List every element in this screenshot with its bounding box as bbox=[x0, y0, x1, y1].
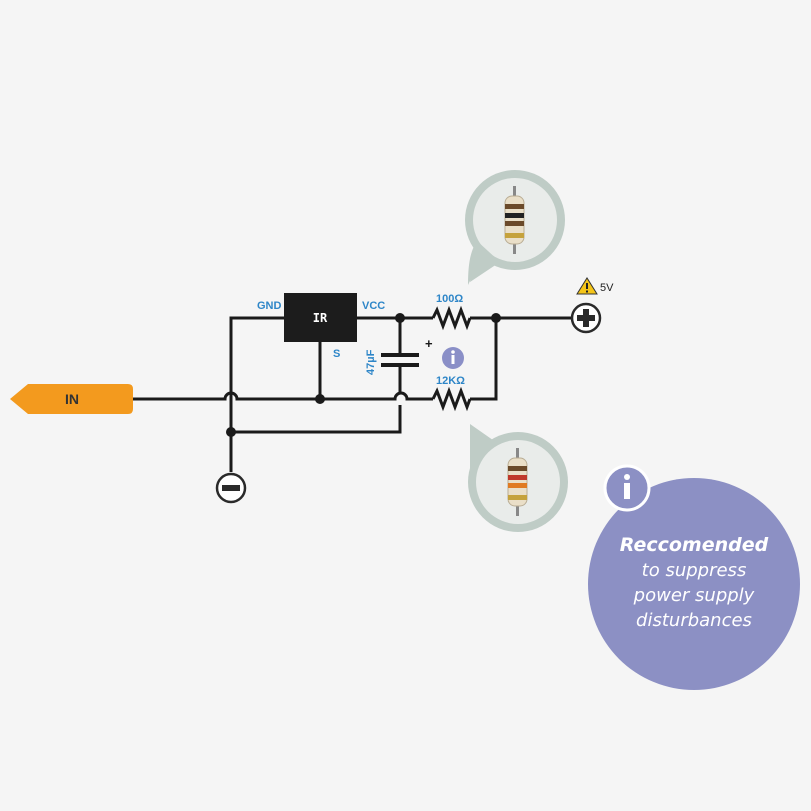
resistor-top bbox=[431, 305, 472, 331]
resistor-bottom bbox=[431, 386, 472, 412]
plus-terminal-icon bbox=[570, 302, 602, 334]
resistor-top-value: 100Ω bbox=[436, 293, 463, 305]
junction-dot bbox=[395, 313, 405, 323]
note-title: Reccomended bbox=[620, 534, 769, 556]
capacitor-polarity: + bbox=[425, 336, 433, 351]
pin-label-s: S bbox=[333, 348, 340, 360]
capacitor: + 47µF bbox=[365, 336, 433, 375]
input-connector: IN bbox=[10, 384, 133, 414]
info-icon bbox=[603, 464, 651, 512]
info-icon[interactable] bbox=[442, 347, 464, 369]
wire-input bbox=[133, 391, 433, 401]
supply-voltage: 5V bbox=[600, 282, 614, 294]
wire-ground-bus bbox=[231, 405, 402, 434]
note-line: to suppress bbox=[642, 560, 747, 581]
note-line: power supply bbox=[633, 585, 755, 606]
recommendation-note: Reccomended to suppress power supply dis… bbox=[588, 464, 800, 690]
chip-label: IR bbox=[313, 311, 328, 325]
pin-label-gnd: GND bbox=[257, 300, 282, 312]
junction-dot bbox=[491, 313, 501, 323]
resistor-bottom-value: 12KΩ bbox=[436, 375, 465, 387]
note-line: disturbances bbox=[636, 610, 752, 631]
resistor-zoom-bubble-bottom bbox=[468, 424, 568, 532]
input-label: IN bbox=[65, 391, 79, 407]
wire-gnd bbox=[229, 316, 284, 472]
wire-right-vertical bbox=[470, 318, 498, 401]
junction-dot bbox=[226, 427, 236, 437]
ir-receiver-chip: IR GND VCC S bbox=[257, 293, 385, 360]
junctions bbox=[226, 313, 501, 437]
pin-label-vcc: VCC bbox=[362, 300, 385, 312]
junction-dot bbox=[315, 394, 325, 404]
ground-terminal-icon bbox=[215, 472, 247, 504]
resistor-zoom-bubble-top bbox=[465, 170, 565, 285]
warning-icon bbox=[576, 277, 598, 295]
capacitor-value: 47µF bbox=[365, 349, 377, 375]
